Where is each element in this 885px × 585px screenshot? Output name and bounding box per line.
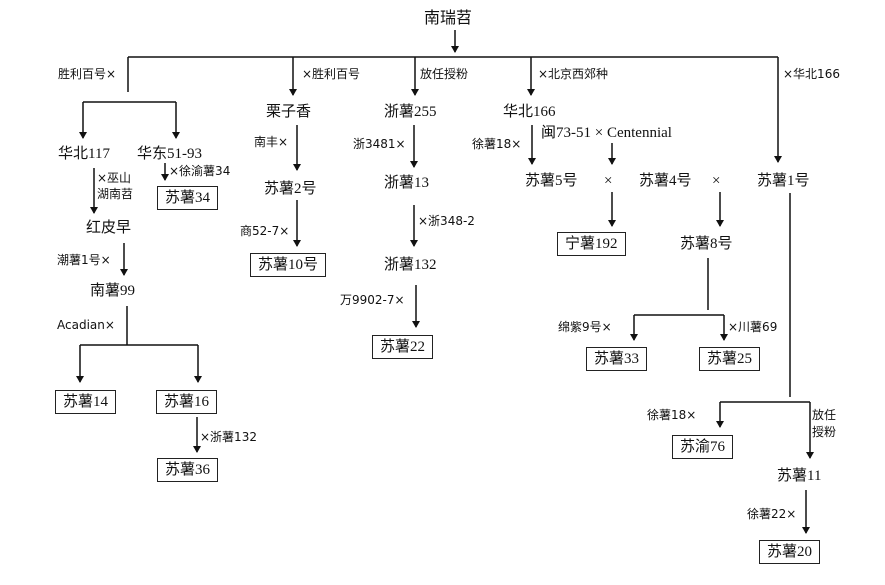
node-sushu25: 苏薯25 [699,347,761,371]
label-shengli-left: 胜利百号× [58,67,117,81]
node-lizixiang: 栗子香 [266,104,312,120]
label-huabei166-cross: ×华北166 [783,67,840,81]
label-fangren-top: 放任授粉 [420,67,469,81]
node-ningshu192: 宁薯192 [557,232,626,256]
node-sushu20: 苏薯20 [759,540,821,564]
node-sushu4: 苏薯4号 [639,173,692,189]
node-sushu34: 苏薯34 [157,186,219,210]
label-fangren-1: 放任 [812,408,837,422]
label-xuyushu34: ×徐渝薯34 [169,164,231,178]
node-huabei117: 华北117 [58,146,110,162]
label-shang527: 商52-7× [240,224,290,238]
label-xushu18-b: 徐薯18× [647,408,697,422]
node-sushu36: 苏薯36 [157,458,219,482]
label-wushan-2: 湖南苕 [97,187,134,201]
node-sushu10: 苏薯10号 [250,253,327,277]
label-wushan-1: ×巫山 [97,171,132,185]
node-sushu11: 苏薯11 [777,468,822,484]
node-nanshu99: 南薯99 [90,283,136,299]
label-zheshu132-cross: ×浙薯132 [200,430,257,444]
label-xushu18-a: 徐薯18× [472,137,522,151]
label-wan99027: 万9902-7× [340,293,405,307]
node-huabei166: 华北166 [503,104,556,120]
node-zheshu13: 浙薯13 [384,175,430,191]
node-cross-mark-a: × [604,173,613,189]
node-hongpizao: 红皮早 [86,220,132,236]
label-chuanshu69: ×川薯69 [728,320,778,334]
label-nanfeng: 南丰× [254,135,289,149]
node-sushu2: 苏薯2号 [264,181,317,197]
node-huadong5193: 华东51-93 [137,146,202,162]
label-beijing-xijiao: ×北京西郊种 [538,67,609,81]
node-cross-mark-b: × [712,173,721,189]
node-zheshu255: 浙薯255 [384,104,437,120]
node-sushu14: 苏薯14 [55,390,117,414]
label-fangren-2: 授粉 [812,425,837,439]
node-sushu8: 苏薯8号 [680,236,733,252]
node-sushu1: 苏薯1号 [757,173,810,189]
node-zheshu132: 浙薯132 [384,257,437,273]
node-min7351-centennial: 闽73-51 × Centennial [541,125,672,141]
label-chaoshu1: 潮薯1号× [57,253,111,267]
label-zhe3481: 浙3481× [353,137,406,151]
label-shengli-right: ×胜利百号 [302,67,361,81]
label-xushu22: 徐薯22× [747,507,797,521]
node-sushu22: 苏薯22 [372,335,434,359]
node-suyu76: 苏渝76 [672,435,734,459]
label-zhe3482: ×浙348-2 [418,214,475,228]
node-sushu5: 苏薯5号 [525,173,578,189]
node-nanruishao: 南瑞苕 [424,10,473,27]
node-sushu16: 苏薯16 [156,390,218,414]
label-acadian: Acadian× [57,318,115,332]
label-mianzi9: 绵紫9号× [558,320,612,334]
node-sushu33: 苏薯33 [586,347,648,371]
